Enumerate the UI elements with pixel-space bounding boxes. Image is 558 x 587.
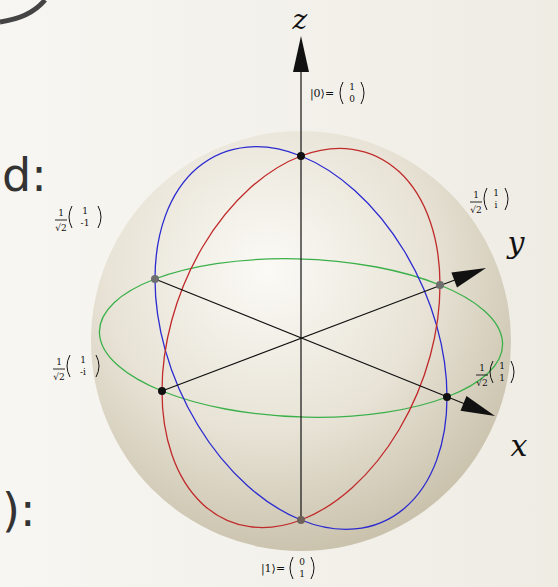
state-vector-text: 1 — [349, 83, 355, 92]
y-arrowhead — [451, 268, 486, 288]
state-dot — [297, 152, 305, 160]
state-vector-text: |1⟩= — [261, 563, 285, 574]
state-dot — [151, 275, 159, 283]
state-dot — [158, 387, 166, 395]
state-dot — [436, 281, 444, 289]
slide-text: d: — [2, 152, 47, 198]
slide-glyph-fragment — [0, 0, 45, 22]
state-dot — [297, 516, 305, 524]
state-vector-text: 1 — [299, 570, 305, 579]
equator-circle — [16, 226, 558, 450]
state-vector-text: √2 — [55, 224, 66, 233]
state-vector-text: 1 — [473, 191, 479, 200]
axis-label: x — [511, 431, 528, 461]
state-vector-text: √2 — [470, 206, 481, 215]
state-vector-text: 1 — [479, 364, 485, 373]
fraction-bars — [53, 202, 488, 375]
state-vector-text: √2 — [476, 379, 487, 388]
state-vector-text: 1 — [82, 207, 88, 216]
state-vector-text: i — [495, 201, 498, 210]
x-axis — [155, 279, 470, 406]
state-dot — [443, 393, 451, 401]
state-vector-text: 1 — [499, 362, 505, 371]
state-vector-text: 0 — [299, 558, 305, 567]
z-axis — [300, 60, 301, 520]
state-vector-text: -i — [80, 368, 86, 377]
vector-brackets — [67, 82, 514, 579]
state-vector-text: 1 — [499, 374, 505, 383]
state-vector-text: 1 — [56, 358, 62, 367]
x-arrowhead — [461, 396, 496, 416]
state-vector-text: 0 — [349, 95, 355, 104]
state-vector-text: 1 — [493, 189, 499, 198]
axis-label: z — [293, 6, 308, 34]
z-arrowhead — [293, 36, 309, 72]
axis-label: y — [508, 228, 525, 258]
state-vector-text: 1 — [80, 356, 86, 365]
state-vector-text: 1 — [58, 209, 64, 218]
state-vector-text: -1 — [81, 219, 90, 228]
slide-text: ): — [2, 487, 35, 533]
state-vector-text: |0⟩= — [310, 88, 334, 99]
y-axis — [162, 278, 460, 391]
state-vector-text: √2 — [53, 373, 64, 382]
